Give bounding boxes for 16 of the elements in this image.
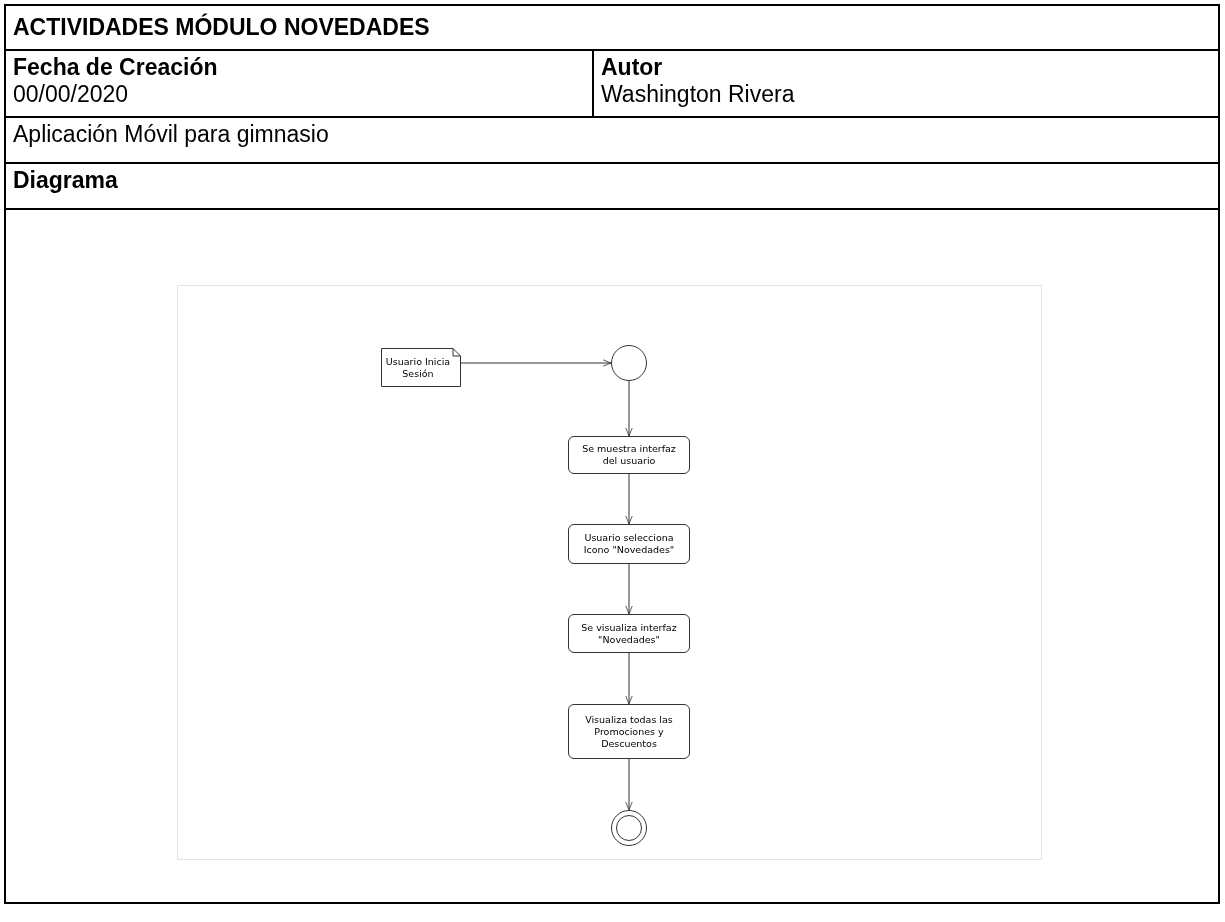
cell-heading: Fecha de Creación (13, 54, 219, 81)
note-text: Usuario Inicia Sesión (384, 355, 452, 380)
cell-text: Washington Rivera (601, 81, 796, 108)
table-title: ACTIVIDADES MÓDULO NOVEDADES (13, 14, 430, 41)
note-shape (381, 348, 461, 387)
cell-heading: Autor (601, 54, 664, 81)
cell-text: 00/00/2020 (13, 81, 130, 108)
diagram-frame (177, 285, 1042, 860)
initial-state-circle (611, 345, 647, 381)
cell-text: Aplicación Móvil para gimnasio (5, 117, 1219, 163)
action-box: Visualiza todas las Promociones y Descuentos (568, 704, 690, 759)
action-box: Se visualiza interfaz "Novedades" (568, 614, 690, 653)
row-heading: Diagrama (5, 163, 1219, 209)
action-box: Usuario selecciona Icono "Novedades" (568, 524, 690, 564)
action-box: Se muestra interfaz del usuario (568, 436, 690, 474)
final-state-circle (611, 810, 647, 846)
